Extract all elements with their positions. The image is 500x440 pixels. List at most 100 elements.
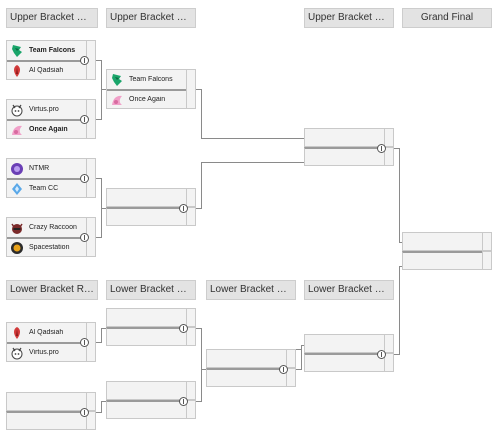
match-ubsf-2[interactable] (106, 188, 196, 226)
team-name: Al Qadsiah (29, 67, 64, 74)
empty-slot[interactable] (106, 188, 196, 207)
falcon-logo-icon (9, 43, 25, 59)
empty-slot[interactable] (402, 251, 492, 270)
bracket-connector (399, 266, 402, 267)
team-name: Team CC (29, 185, 59, 192)
bracket-connector (201, 162, 304, 163)
ntmr-logo-icon (9, 161, 25, 177)
team-row[interactable]: Spacestation (7, 237, 95, 256)
team-name: Team Falcons (129, 76, 173, 83)
info-icon[interactable] (179, 204, 188, 213)
team-row[interactable]: Team Falcons (107, 70, 195, 89)
bracket-connector (201, 138, 304, 139)
header-upper-bracket-final[interactable]: Upper Bracket Final (304, 8, 394, 28)
header-upper-bracket-semifinals[interactable]: Upper Bracket Semifinals (106, 8, 196, 28)
empty-slot[interactable] (304, 334, 394, 353)
bracket-connector (96, 342, 101, 343)
team-name: Once Again (129, 96, 166, 103)
match-lbsf[interactable] (206, 349, 296, 387)
bracket-connector (201, 89, 202, 139)
empty-slot[interactable] (206, 368, 296, 387)
bracket-connector (196, 401, 201, 402)
info-icon[interactable] (179, 324, 188, 333)
header-lower-bracket-final[interactable]: Lower Bracket Final (304, 280, 394, 300)
match-ubf[interactable] (304, 128, 394, 166)
empty-slot[interactable] (106, 400, 196, 419)
match-ubsf-1[interactable]: Team Falcons Once Again (106, 69, 196, 109)
match-box: Al Qadsiah Virtus.pro (6, 322, 96, 362)
bracket-connector (96, 237, 101, 238)
match-lbr1-1[interactable]: Al Qadsiah Virtus.pro (6, 322, 96, 362)
team-name: NTMR (29, 165, 50, 172)
info-icon[interactable] (80, 338, 89, 347)
match-side-panel (186, 69, 196, 109)
team-row[interactable]: Once Again (107, 89, 195, 108)
match-box: Team Falcons Once Again (106, 69, 196, 109)
bracket-connector (101, 328, 102, 343)
match-lbqf-2[interactable] (106, 381, 196, 419)
header-lower-bracket-semifinal[interactable]: Lower Bracket Semifinal (206, 280, 296, 300)
info-icon[interactable] (80, 56, 89, 65)
header-grand-final[interactable]: Grand Final (402, 8, 492, 28)
header-lower-bracket-round-1[interactable]: Lower Bracket Round 1 (6, 280, 98, 300)
info-icon[interactable] (80, 233, 89, 242)
team-row[interactable]: NTMR (7, 159, 95, 178)
bracket-connector (96, 178, 101, 179)
info-icon[interactable] (377, 350, 386, 359)
team-name: Once Again (29, 126, 68, 133)
match-lbr1-2[interactable] (6, 392, 96, 430)
bracket-connector (399, 242, 402, 243)
header-lower-bracket-quarterfinals[interactable]: Lower Bracket Quarterfin... (106, 280, 196, 300)
bracket-connector (301, 345, 302, 370)
empty-slot[interactable] (106, 207, 196, 226)
bracket-connector (201, 162, 202, 209)
empty-slot[interactable] (106, 308, 196, 327)
team-row[interactable]: Virtus.pro (7, 342, 95, 361)
bracket-connector (101, 89, 106, 90)
once-again-logo-icon (9, 122, 25, 138)
empty-slot[interactable] (6, 411, 96, 430)
info-icon[interactable] (179, 397, 188, 406)
spacestation-logo-icon (9, 240, 25, 256)
match-lbqf-1[interactable] (106, 308, 196, 346)
match-lbf[interactable] (304, 334, 394, 372)
bracket-connector (201, 369, 206, 370)
bracket-connector (96, 60, 101, 61)
empty-slot[interactable] (106, 327, 196, 346)
info-icon[interactable] (377, 144, 386, 153)
virtus-pro-logo-icon (9, 102, 25, 118)
team-name: Spacestation (29, 244, 70, 251)
team-row[interactable]: Team CC (7, 178, 95, 197)
empty-slot[interactable] (6, 392, 96, 411)
header-upper-bracket-quarterfinals[interactable]: Upper Bracket Quarterfin... (6, 8, 98, 28)
team-name: Crazy Raccoon (29, 224, 77, 231)
bracket-connector (201, 328, 202, 402)
team-row[interactable]: Crazy Raccoon (7, 218, 95, 237)
info-icon[interactable] (80, 174, 89, 183)
match-grand-final[interactable] (402, 232, 492, 270)
info-icon[interactable] (80, 115, 89, 124)
empty-slot[interactable] (106, 381, 196, 400)
info-icon[interactable] (80, 408, 89, 417)
info-icon[interactable] (279, 365, 288, 374)
qadsiah-logo-icon (9, 63, 25, 79)
team-name: Team Falcons (29, 47, 76, 54)
team-row[interactable]: Al Qadsiah (7, 323, 95, 342)
empty-slot[interactable] (304, 353, 394, 372)
bracket-connector (399, 148, 400, 243)
bracket-connector (96, 119, 101, 120)
match-ubqf-3[interactable]: NTMR Team CC (6, 158, 96, 198)
empty-slot[interactable] (402, 232, 492, 251)
team-name: Al Qadsiah (29, 329, 64, 336)
bracket-connector (196, 89, 201, 90)
falcon-logo-icon (109, 72, 125, 88)
empty-slot[interactable] (304, 128, 394, 147)
empty-slot[interactable] (206, 349, 296, 368)
team-cc-logo-icon (9, 181, 25, 197)
bracket-connector (101, 60, 102, 120)
bracket-connector (196, 328, 201, 329)
match-ubqf-2[interactable]: Virtus.pro 0 Once Again 2 (6, 99, 96, 139)
empty-slot[interactable] (304, 147, 394, 166)
bracket-connector (296, 349, 301, 350)
bracket-connector (301, 345, 304, 346)
